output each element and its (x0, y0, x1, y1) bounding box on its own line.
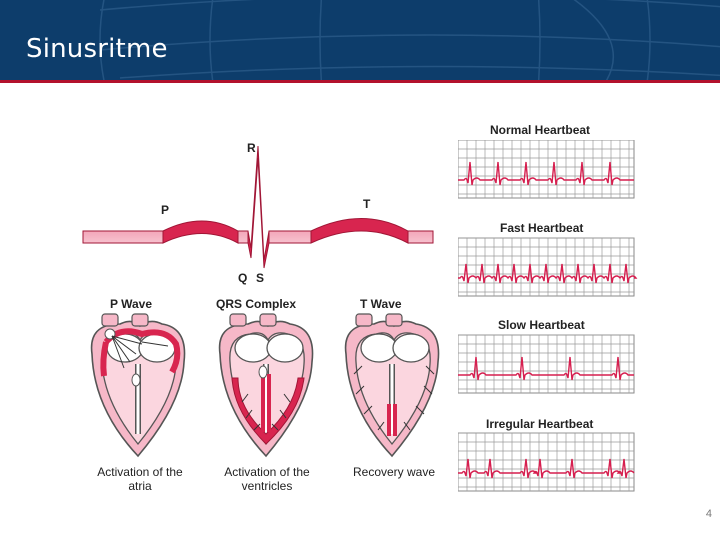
ecg-p-wave (162, 220, 239, 244)
heart-p-wave (92, 314, 185, 456)
heart-panel-caption: Recovery wave (352, 465, 436, 479)
ecg-waveform: R P T Q S (82, 141, 434, 285)
heart-qrs-complex (220, 314, 313, 456)
heart-t-wave (346, 314, 439, 456)
strip-grid (458, 334, 635, 394)
ecg-label-t: T (363, 197, 371, 211)
ecg-label-p: P (161, 203, 169, 217)
heart-panel-caption: Activation of the ventricles (224, 465, 310, 493)
ecg-baseline-right (407, 230, 434, 244)
ecg-qrs-complex (247, 145, 270, 269)
ecg-st-segment (268, 230, 312, 244)
slide-header: Sinusritme (0, 0, 720, 80)
strip-title: Slow Heartbeat (498, 318, 585, 332)
ecg-trace (458, 263, 638, 284)
page-number: 4 (705, 508, 712, 520)
strip-grid (458, 140, 635, 199)
ecg-trace (458, 161, 634, 186)
heart-panel-heading: P Wave (110, 297, 153, 311)
ecg-trace (458, 356, 634, 381)
ecg-t-wave (310, 218, 409, 244)
strip-title: Irregular Heartbeat (486, 417, 594, 431)
strip-title: Normal Heartbeat (490, 123, 591, 137)
heart-diagrams (80, 312, 450, 464)
ecg-baseline-left (82, 230, 164, 244)
rhythm-strip (458, 140, 635, 199)
globe-pattern-icon (99, 0, 720, 80)
ecg-pr-segment (237, 230, 249, 244)
slide-title: Sinusritme (26, 34, 168, 64)
rhythm-strip (458, 432, 635, 492)
ecg-label-q: Q (238, 271, 247, 285)
rhythm-strips (458, 140, 638, 492)
ecg-label-r: R (247, 141, 256, 155)
rhythm-strip (458, 237, 638, 297)
strip-title: Fast Heartbeat (500, 221, 584, 235)
strip-grid (458, 432, 635, 492)
header-accent-line (0, 80, 720, 83)
ecg-trace (458, 458, 635, 479)
ecg-label-s: S (256, 271, 264, 285)
heart-panel-caption: Activation of the atria (97, 465, 183, 493)
heart-panel-heading: T Wave (360, 297, 402, 311)
heart-panel-heading: QRS Complex (216, 297, 297, 311)
rhythm-strip (458, 334, 635, 394)
